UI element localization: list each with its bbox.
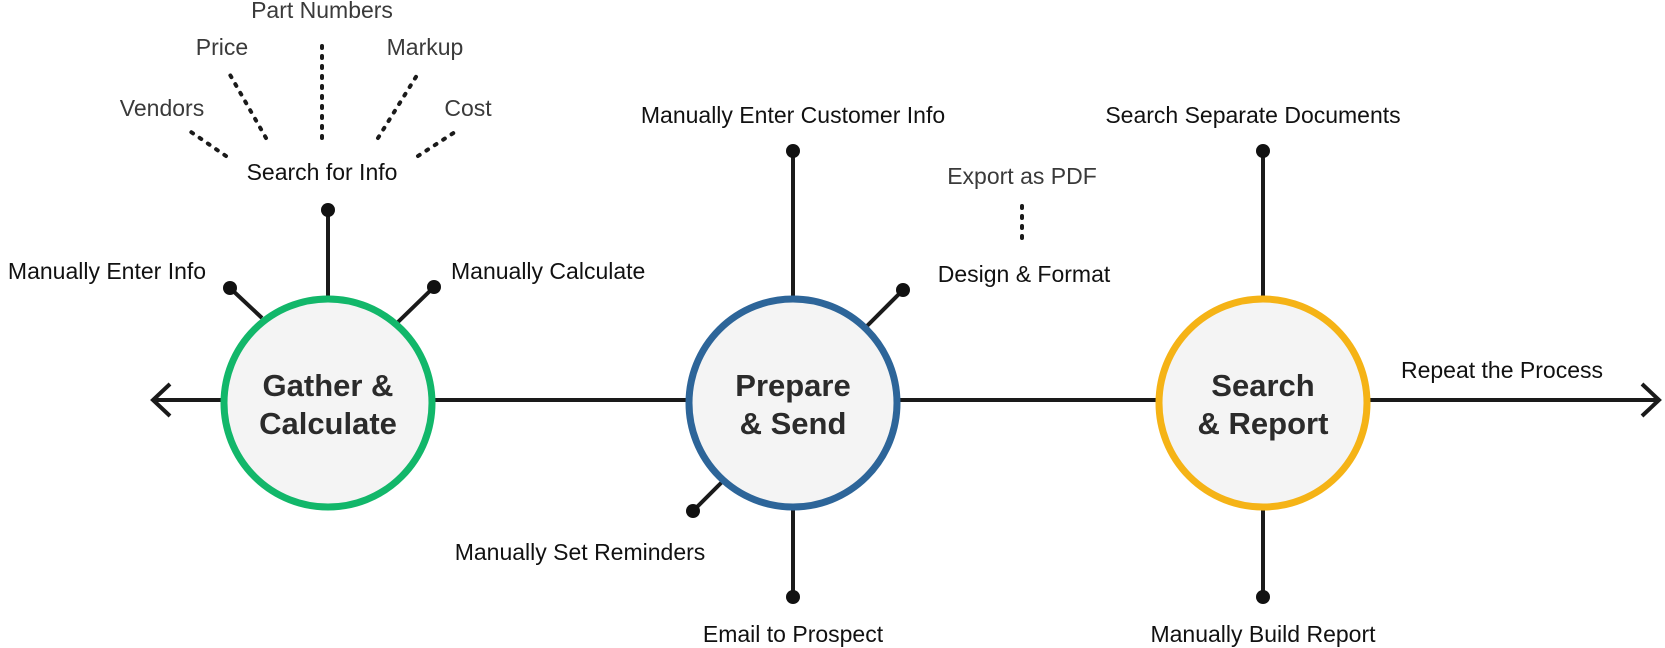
hub-title-line1: Gather & [263, 368, 394, 403]
dotted-cost [416, 130, 457, 158]
label-search-docs: Search Separate Documents [1105, 102, 1400, 128]
spoke-dot [896, 283, 910, 297]
arrow-left-icon [150, 382, 172, 418]
label-repeat: Repeat the Process [1401, 357, 1603, 383]
label-manual-calc: Manually Calculate [451, 258, 645, 284]
dotted-vendors [189, 130, 228, 158]
label-price: Price [196, 34, 248, 60]
label-cost: Cost [444, 95, 492, 121]
label-export-pdf: Export as PDF [947, 163, 1097, 189]
arrow-right-icon [1640, 382, 1662, 418]
spoke-manual-enter [228, 286, 264, 320]
label-search-info: Search for Info [247, 159, 398, 185]
label-design-format: Design & Format [938, 261, 1111, 287]
label-vendors: Vendors [120, 95, 204, 121]
spoke-manual-calc [396, 285, 436, 324]
spoke-dot [686, 504, 700, 518]
hub-search-report [1155, 295, 1371, 511]
spoke-dot [321, 203, 335, 217]
spoke-design-format [865, 288, 905, 328]
spoke-dot [786, 144, 800, 158]
spoke-dot [786, 590, 800, 604]
dotted-markup [376, 70, 421, 140]
hub-gather-calculate [220, 295, 436, 511]
hub-title-line2: & Report [1198, 406, 1329, 441]
spoke-dot [427, 280, 441, 294]
label-customer-info: Manually Enter Customer Info [641, 102, 945, 128]
dotted-price [227, 71, 268, 140]
hub-title-line2: & Send [740, 406, 847, 441]
label-reminders: Manually Set Reminders [455, 539, 706, 565]
label-build-report: Manually Build Report [1150, 621, 1376, 647]
spoke-dot [1256, 590, 1270, 604]
label-manual-enter: Manually Enter Info [8, 258, 206, 284]
hub-title-line1: Search [1211, 368, 1314, 403]
label-part-numbers: Part Numbers [251, 0, 393, 23]
spoke-reminders [691, 479, 725, 513]
hub-title-line2: Calculate [259, 406, 397, 441]
spoke-dot [223, 281, 237, 295]
hub-title-line1: Prepare [735, 368, 850, 403]
label-markup: Markup [387, 34, 464, 60]
label-email: Email to Prospect [703, 621, 884, 647]
spoke-dot [1256, 144, 1270, 158]
hub-prepare-send [685, 295, 901, 511]
